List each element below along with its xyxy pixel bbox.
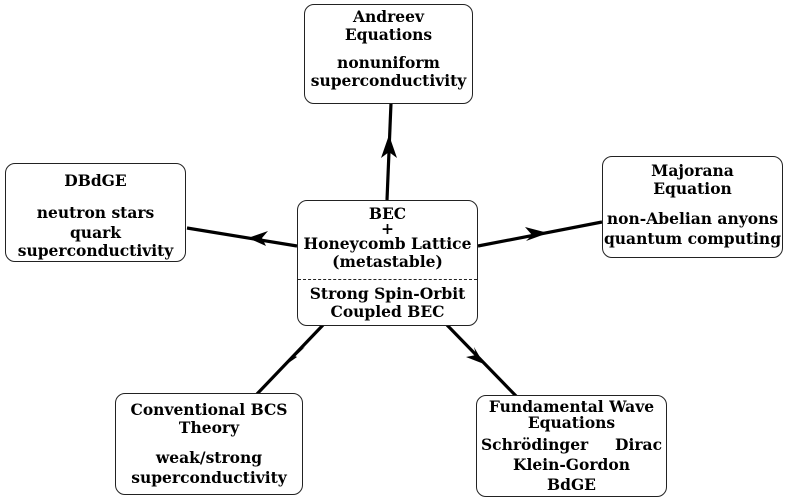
node-text: nonuniform <box>337 53 440 72</box>
edge-to-dbdge <box>186 226 298 248</box>
node-title: DBdGE <box>64 171 127 190</box>
node-title: Fundamental Wave <box>488 397 655 416</box>
node-text: non-Abelian anyons <box>606 209 779 228</box>
center-line: Strong Spin-Orbit <box>309 284 466 303</box>
node-text: Klein-Gordon <box>513 455 630 474</box>
center-line: BEC <box>368 204 407 223</box>
center-line: (metastable) <box>332 252 443 271</box>
arrowhead-bcs <box>287 347 305 364</box>
node-text: superconductivity <box>131 468 287 487</box>
node-text: quantum computing <box>603 229 782 248</box>
node-text: BdGE <box>547 475 596 494</box>
node-text: superconductivity <box>17 241 174 260</box>
node-text: Dirac <box>615 435 663 454</box>
node-title: Equation <box>653 179 732 198</box>
arrowhead-majorana <box>525 227 548 241</box>
node-text: superconductivity <box>310 71 467 90</box>
node-text: neutron stars <box>36 203 155 222</box>
node-text: weak/strong <box>155 448 263 467</box>
node-title: Andreev <box>352 7 425 26</box>
node-text: quark <box>69 223 122 242</box>
center-plus: + <box>381 219 394 238</box>
node-text-row: Schrödinger Dirac <box>477 436 666 454</box>
center-line: Honeycomb Lattice <box>303 234 472 253</box>
center-divider <box>298 279 477 280</box>
arrowhead-fundamental <box>466 347 484 364</box>
node-title: Equations <box>527 413 616 432</box>
node-title: Equations <box>344 25 433 44</box>
node-andreev: Andreev Equations nonuniform superconduc… <box>304 4 473 104</box>
center-node: BEC + Honeycomb Lattice (metastable) Str… <box>297 200 478 326</box>
node-fundamental: Fundamental Wave Equations Schrödinger D… <box>476 395 667 497</box>
node-bcs: Conventional BCS Theory weak/strong supe… <box>115 393 303 495</box>
node-dbdge: DBdGE neutron stars quark superconductiv… <box>5 163 186 262</box>
edge-to-bcs <box>255 323 325 396</box>
node-text: Schrödinger <box>480 435 589 454</box>
arrowhead-dbdge <box>248 231 268 246</box>
node-title: Theory <box>178 418 240 437</box>
node-title: Conventional BCS <box>130 400 288 419</box>
node-majorana: Majorana Equation non-Abelian anyons qua… <box>602 156 783 258</box>
node-title: Majorana <box>651 161 734 180</box>
arrowhead-andreev <box>381 135 397 158</box>
center-line: Coupled BEC <box>330 302 445 321</box>
